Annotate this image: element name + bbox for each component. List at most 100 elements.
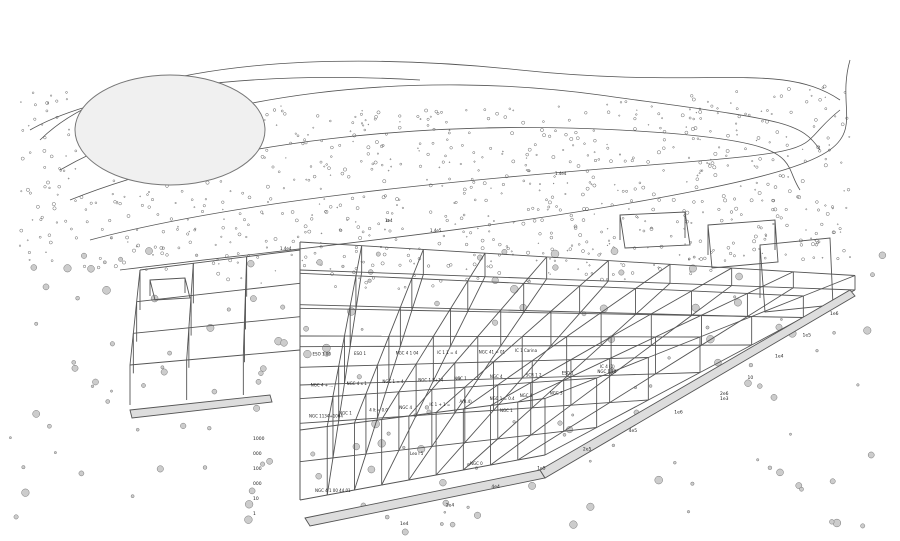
dust-dot	[584, 111, 587, 114]
dust-dot	[757, 136, 760, 139]
dust-dot	[780, 95, 783, 98]
box-label: ESO 1 00	[313, 352, 332, 357]
dust-dot	[761, 111, 762, 112]
dust-dot	[825, 158, 827, 160]
box-edge	[571, 359, 610, 360]
star-dot	[768, 466, 772, 470]
dust-dot	[552, 155, 555, 158]
dust-dot	[824, 164, 827, 167]
star-dot	[141, 383, 145, 387]
dust-dot	[97, 266, 100, 269]
star-dot	[789, 433, 791, 435]
dust-dot	[748, 114, 750, 116]
dust-dot	[269, 198, 272, 201]
box-edge	[377, 382, 388, 418]
dust-dot	[307, 134, 308, 135]
dust-dot	[710, 269, 712, 271]
dust-dot	[731, 219, 733, 221]
dust-dot	[700, 257, 703, 260]
dust-dot	[351, 197, 354, 200]
dust-dot	[841, 123, 844, 126]
dust-dot	[264, 119, 265, 120]
dust-dot	[841, 162, 843, 164]
dust-dot	[399, 115, 402, 118]
dust-dot	[743, 255, 744, 256]
box-edge	[656, 315, 702, 337]
dust-dot	[450, 146, 453, 149]
dust-dot	[230, 191, 231, 192]
dust-dot	[502, 153, 503, 154]
dust-dot	[367, 153, 370, 156]
dust-dot	[21, 191, 22, 192]
star-dot	[833, 519, 841, 527]
dust-dot	[29, 152, 31, 154]
star-dot	[245, 500, 253, 508]
dust-dot	[631, 272, 634, 275]
dust-dot	[537, 209, 539, 211]
dust-dot	[368, 227, 371, 230]
dust-dot	[607, 144, 608, 145]
star-dot	[425, 406, 429, 410]
star-dot	[402, 446, 405, 449]
box-edge	[455, 410, 494, 413]
dust-dot	[692, 98, 695, 101]
dust-dot	[463, 214, 465, 216]
dust-dot	[662, 147, 665, 150]
star-dot	[474, 512, 480, 518]
dust-dot	[108, 219, 111, 222]
box-label: NGC 1 S+14	[418, 378, 443, 383]
dust-dot	[32, 219, 33, 220]
dust-dot	[321, 233, 322, 234]
dust-dot	[578, 243, 580, 245]
dust-dot	[526, 158, 527, 159]
dust-dot	[266, 113, 269, 116]
dust-dot	[571, 218, 574, 221]
dust-dot	[639, 229, 640, 230]
dust-dot	[241, 278, 242, 279]
box-edge	[752, 296, 804, 317]
dust-dot	[44, 166, 46, 168]
dust-dot	[272, 166, 274, 168]
dust-dot	[442, 185, 443, 186]
dust-dot	[844, 190, 845, 191]
box-edge	[300, 396, 333, 398]
dust-dot	[695, 186, 698, 189]
dust-dot	[717, 112, 718, 113]
dust-dot	[221, 236, 223, 238]
dust-dot	[609, 160, 612, 163]
box-edge	[611, 314, 651, 337]
dust-dot	[699, 240, 702, 243]
dust-dot	[448, 132, 450, 134]
dust-dot	[617, 190, 618, 191]
dust-dot	[313, 175, 316, 178]
dust-dot	[622, 217, 624, 219]
dust-dot	[56, 222, 58, 224]
star-dot	[799, 487, 803, 491]
dust-dot	[636, 110, 637, 111]
dust-dot	[536, 154, 538, 156]
star-dot	[207, 426, 211, 430]
dust-dot	[266, 149, 268, 151]
dust-dot	[141, 204, 143, 206]
axis-right-label: 1e5	[803, 332, 812, 338]
dust-dot	[215, 244, 216, 245]
box-edge	[532, 405, 571, 408]
star-dot	[558, 421, 563, 426]
box-edge	[732, 268, 794, 272]
dust-dot	[513, 222, 514, 223]
dust-dot	[653, 264, 654, 265]
box-edge	[567, 313, 601, 337]
dust-dot	[365, 281, 368, 284]
dust-dot	[685, 131, 688, 134]
star-dot	[92, 379, 98, 385]
dust-dot	[291, 211, 294, 214]
dust-dot	[722, 194, 725, 197]
dust-dot	[377, 153, 378, 154]
dust-dot	[461, 144, 463, 146]
star-dot	[368, 270, 373, 275]
dust-dot	[696, 178, 699, 181]
dust-dot	[506, 246, 508, 248]
dust-dot	[594, 152, 595, 153]
star-dot	[563, 433, 566, 436]
dust-dot	[20, 102, 21, 103]
